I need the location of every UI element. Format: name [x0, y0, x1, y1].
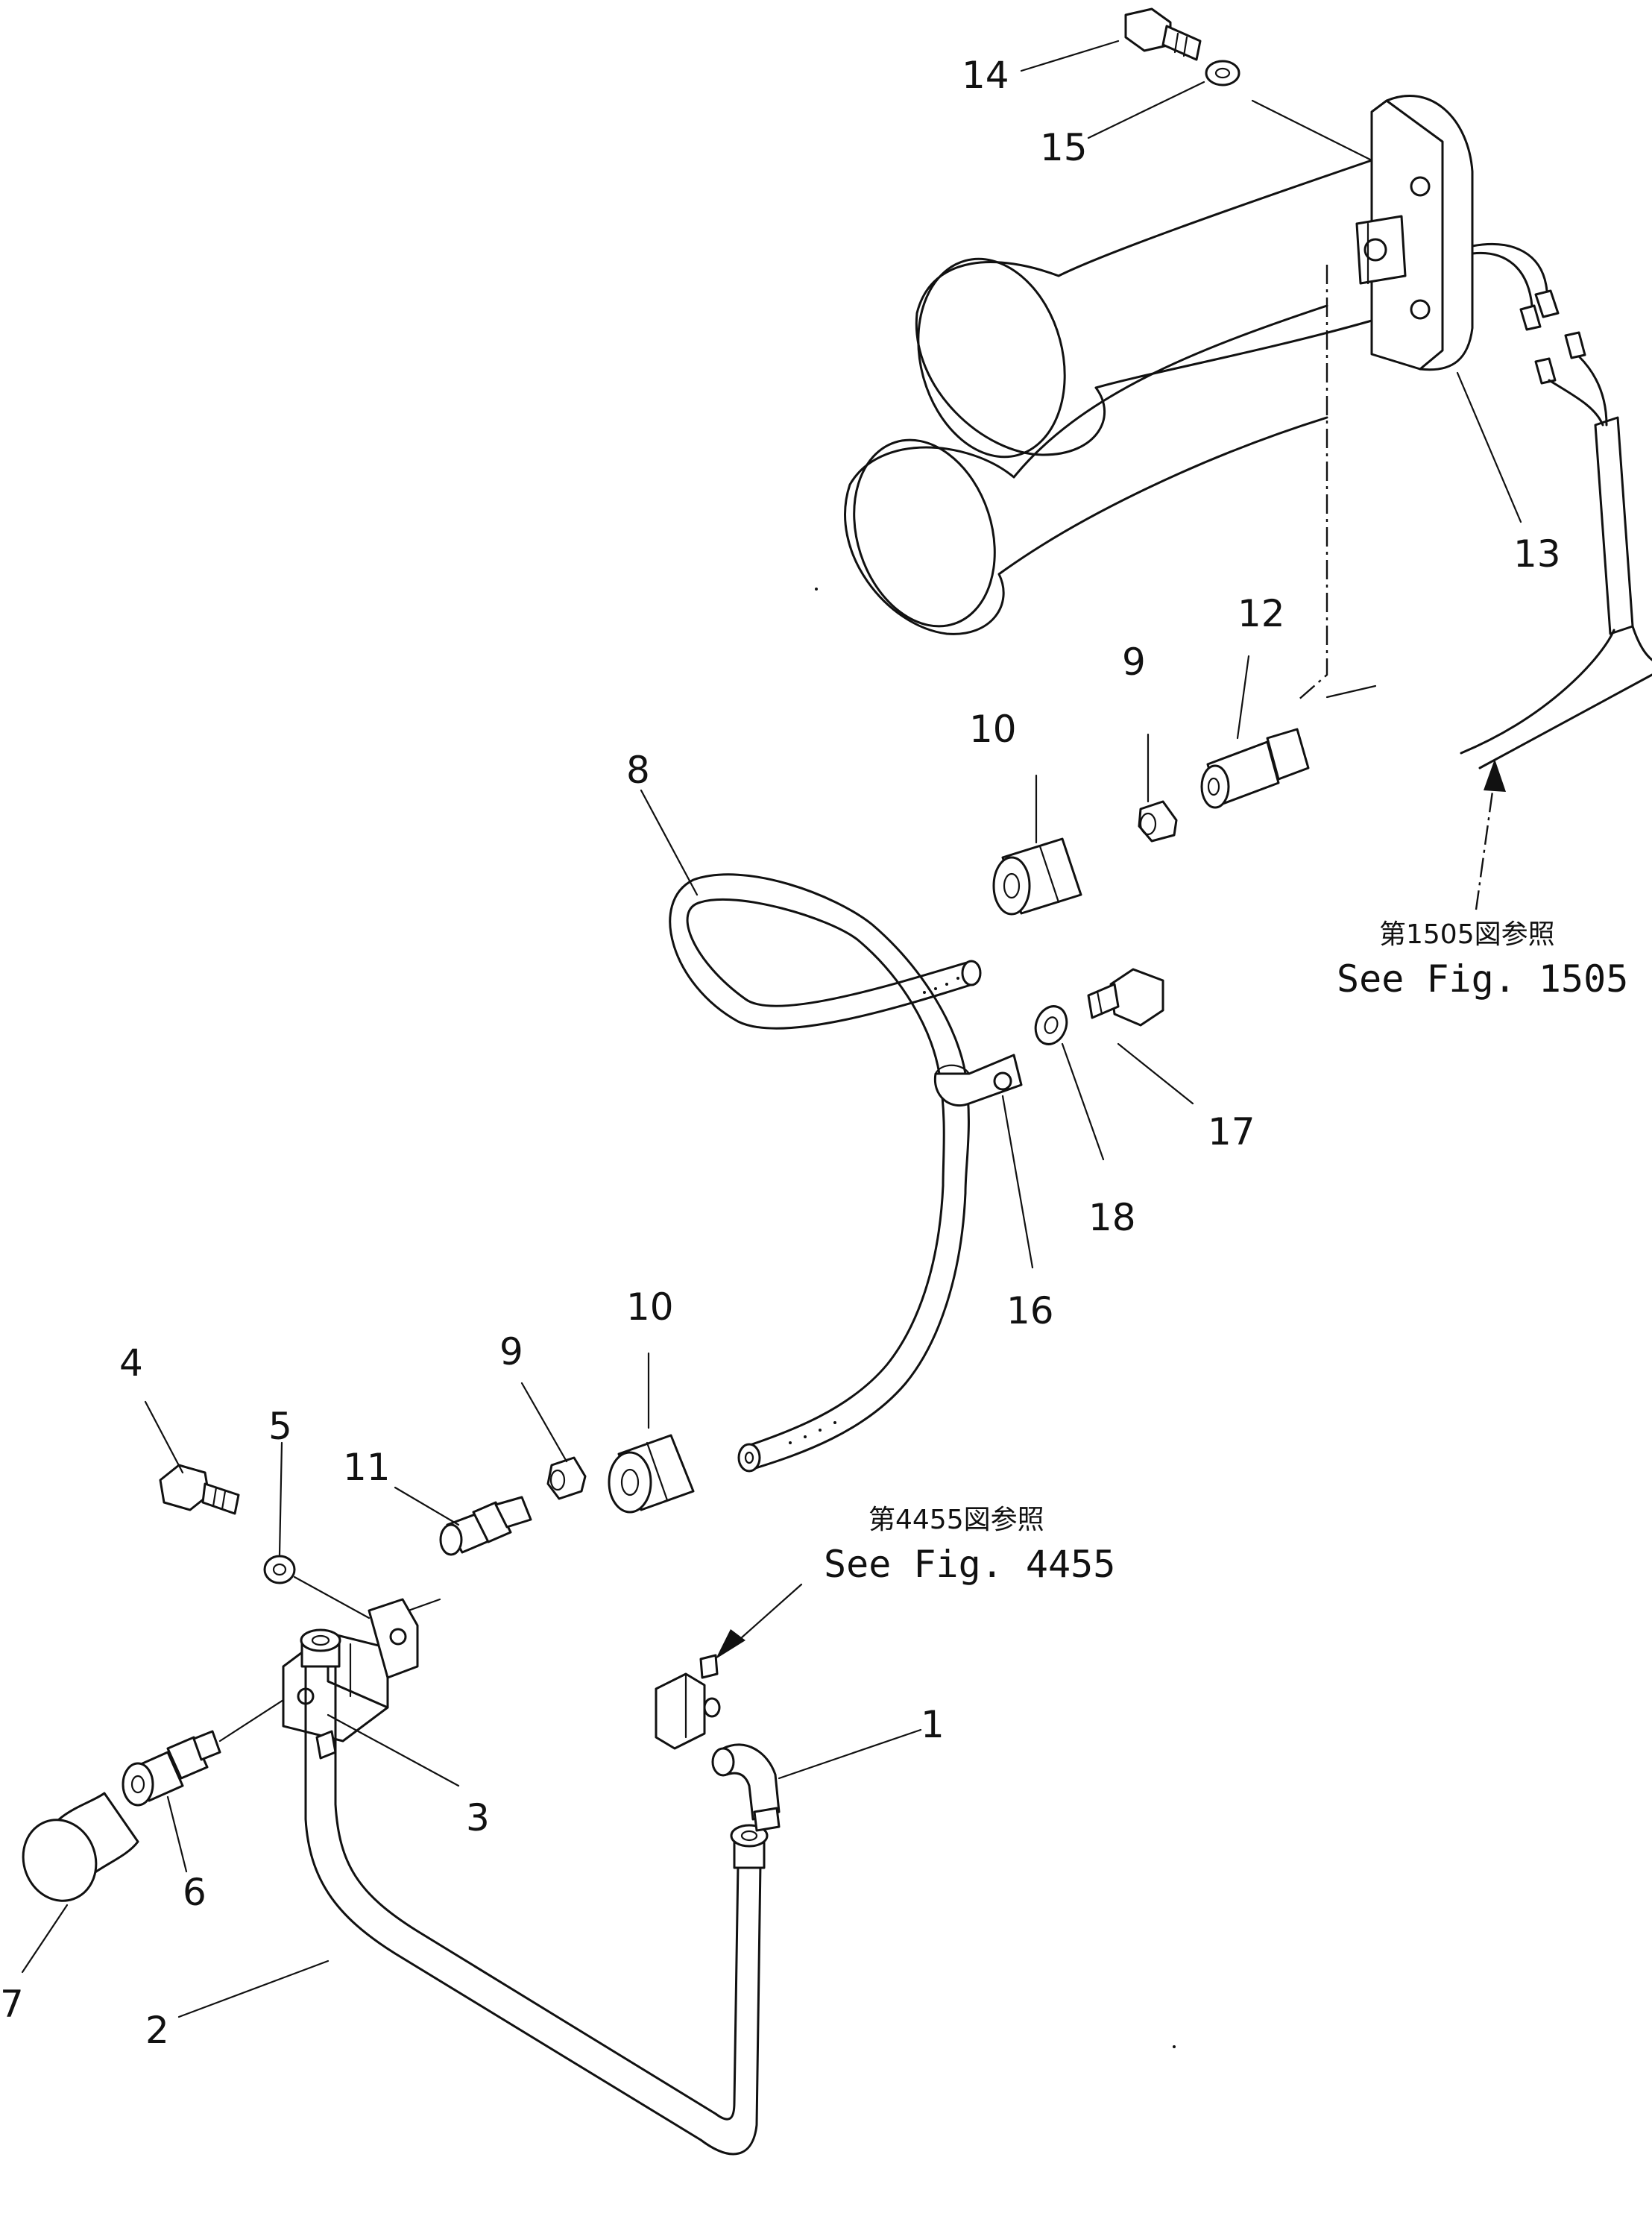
label-part-2: 2 — [145, 2009, 169, 2052]
label-part-10-lower: 10 — [626, 1285, 674, 1329]
figure-references: 第1505図参照 See Fig. 1505 第4455図参照 See Fig.… — [824, 919, 1628, 1586]
label-part-1: 1 — [921, 1703, 945, 1746]
part-1-elbow — [711, 1743, 781, 1832]
part-7-knob — [22, 1792, 139, 1902]
label-part-3: 3 — [466, 1796, 490, 1839]
label-part-7: 7 — [0, 1983, 24, 2026]
part-9-upper-sleeve — [1138, 800, 1178, 843]
horn-bracket-back — [1385, 95, 1474, 371]
plate-hole-upper — [1410, 176, 1431, 197]
valve-port — [1363, 238, 1387, 262]
arrow-fig1505-shaft — [1475, 775, 1496, 910]
ref-fig4455-en: See Fig. 4455 — [824, 1543, 1115, 1586]
part-15-washer — [1205, 60, 1240, 86]
part-2-hose — [300, 1628, 769, 2156]
part-10-lower-nut — [608, 1434, 695, 1514]
brake-valve-block — [655, 1654, 721, 1750]
label-part-9-lower: 9 — [499, 1330, 523, 1373]
label-part-12: 12 — [1238, 592, 1285, 635]
stray-mark — [815, 588, 818, 591]
ref-fig1505-jp: 第1505図参照 — [1379, 919, 1555, 950]
part-11-nipple — [439, 1496, 532, 1556]
label-part-8: 8 — [626, 749, 650, 792]
part-16-tube-clip — [933, 1054, 1023, 1107]
lower-horn-mouth — [853, 438, 996, 628]
ref-fig1505-en: See Fig. 1505 — [1337, 957, 1628, 1001]
part-17-bolt — [1087, 968, 1164, 1027]
label-part-5: 5 — [268, 1405, 292, 1448]
part-9-lower-sleeve — [546, 1456, 587, 1500]
label-part-16: 16 — [1006, 1289, 1054, 1332]
part-12-connector — [1200, 728, 1310, 809]
harness-to-fig1505 — [1460, 625, 1652, 769]
upper-horn-mouth — [917, 257, 1066, 459]
ref-fig4455-jp: 第4455図参照 — [868, 1505, 1044, 1535]
air-horn-assembly — [844, 95, 1652, 769]
explode-line-15 — [1251, 99, 1373, 162]
plate-hole-lower — [1410, 299, 1431, 320]
part-8-air-tube — [669, 873, 982, 1473]
arrow-fig4455-head — [716, 1629, 745, 1659]
explode-line-12 — [1296, 265, 1328, 702]
lead-terminal-b — [1519, 304, 1542, 331]
stray-mark — [1173, 2045, 1176, 2048]
part-6-switch — [122, 1730, 221, 1807]
part-10-upper-nut — [992, 837, 1082, 916]
label-part-18: 18 — [1088, 1196, 1136, 1239]
lead-terminal-c — [1564, 331, 1586, 359]
label-part-11: 11 — [343, 1446, 391, 1489]
part-4-bolt — [159, 1464, 240, 1515]
part-3-bracket — [282, 1598, 419, 1760]
arrow-fig1505-head — [1484, 759, 1506, 792]
lead-terminal-d — [1534, 357, 1557, 385]
label-part-6: 6 — [183, 1871, 206, 1914]
part-5-washer — [263, 1555, 296, 1584]
label-part-14: 14 — [962, 54, 1009, 97]
part-18-washer — [1034, 1005, 1068, 1045]
harness-cable — [1548, 355, 1634, 635]
horn-valve-block — [1355, 215, 1407, 285]
part-labels: 14 15 13 12 9 10 8 17 18 16 10 9 11 4 5 … — [0, 54, 1561, 2052]
label-part-10-upper: 10 — [969, 708, 1017, 751]
upper-horn-bell — [915, 159, 1373, 456]
part-14-bolt — [1124, 7, 1202, 61]
label-part-13: 13 — [1513, 532, 1561, 576]
leader-lines — [21, 40, 1522, 2018]
horn-electric-lead — [1471, 243, 1548, 307]
label-part-4: 4 — [119, 1341, 143, 1385]
label-part-15: 15 — [1040, 126, 1088, 169]
lead-terminal-a — [1534, 289, 1560, 318]
label-part-9-upper: 9 — [1122, 640, 1146, 684]
lower-horn-bell — [844, 304, 1328, 635]
label-part-17: 17 — [1208, 1110, 1255, 1153]
arrow-fig4455-shaft — [733, 1583, 803, 1646]
